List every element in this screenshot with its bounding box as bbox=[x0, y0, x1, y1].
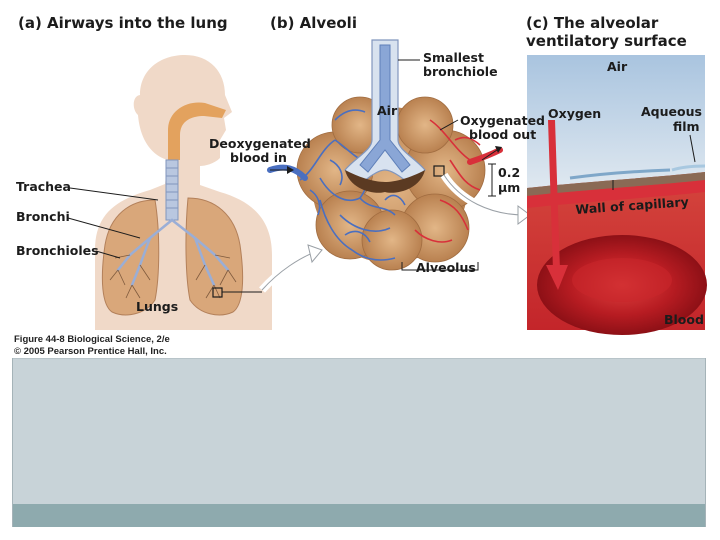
panel-b-title: (b) Alveoli bbox=[270, 14, 357, 32]
blood-vessel-in bbox=[267, 164, 308, 181]
label-oxygenated-2: blood out bbox=[469, 127, 537, 142]
capillary-network-blue bbox=[299, 109, 406, 261]
pointer-lines-a bbox=[67, 187, 159, 259]
label-air-b: Air bbox=[377, 103, 398, 118]
label-bronchi: Bronchi bbox=[16, 209, 70, 224]
zoom-arrow-bc-head bbox=[517, 205, 531, 225]
right-lung bbox=[185, 197, 244, 316]
pointer-lines-b bbox=[398, 59, 479, 271]
zoom-arrow-bc bbox=[443, 174, 526, 216]
red-blood-cell-dimple bbox=[572, 258, 672, 302]
label-trachea: Trachea bbox=[16, 179, 71, 194]
blood-vessel-out bbox=[467, 146, 503, 165]
label-smallest-bronchiole-1: Smallest bbox=[423, 50, 484, 65]
figure-caption: Figure 44-8 Biological Science, 2/e © 20… bbox=[14, 334, 170, 358]
label-air-c: Air bbox=[607, 59, 628, 74]
alveoli-cluster bbox=[296, 96, 486, 271]
bronchi-tree bbox=[116, 218, 230, 287]
pointer-lines-c bbox=[612, 134, 696, 190]
scale-bar bbox=[488, 163, 496, 197]
label-oxygen: Oxygen bbox=[548, 106, 602, 121]
label-smallest-bronchiole-2: bronchiole bbox=[423, 64, 498, 79]
nasal-airway bbox=[168, 102, 226, 160]
trachea bbox=[165, 159, 179, 221]
panel-c-title-line2: ventilatory surface bbox=[526, 32, 687, 50]
alveolus-zoom-box bbox=[433, 165, 445, 177]
notes-frame-left bbox=[12, 358, 13, 527]
label-blood: Blood bbox=[664, 312, 704, 327]
label-deoxygenated-2: blood in bbox=[230, 150, 287, 165]
air-arrow-b bbox=[359, 44, 411, 173]
label-bronchioles: Bronchioles bbox=[16, 243, 99, 258]
notes-frame-right bbox=[705, 358, 706, 527]
zoom-arrow-ab-head bbox=[307, 244, 323, 264]
figure-artwork bbox=[67, 39, 707, 335]
label-aqueous-film-1: Aqueous bbox=[641, 104, 702, 119]
caption-line-2: © 2005 Pearson Prentice Hall, Inc. bbox=[14, 346, 167, 357]
label-alveolus: Alveolus bbox=[416, 260, 476, 275]
left-lung bbox=[101, 199, 160, 316]
capillary-network-red bbox=[414, 119, 481, 243]
panel-c-title-line1: (c) The alveolar bbox=[526, 14, 659, 32]
caption-line-1: Figure 44-8 Biological Science, 2/e bbox=[14, 334, 170, 345]
notes-panel bbox=[12, 358, 706, 505]
label-scale-value: 0.2 bbox=[498, 165, 521, 180]
bronchioles-tree bbox=[109, 254, 237, 299]
notes-footer-bar bbox=[12, 504, 706, 527]
lung-figure: (a) Airways into the lung (b) Alveoli (c… bbox=[14, 14, 707, 358]
label-aqueous-film-2: film bbox=[673, 119, 700, 134]
oxygen-arrow bbox=[546, 120, 568, 290]
panel-a-title: (a) Airways into the lung bbox=[18, 14, 228, 32]
label-oxygenated-1: Oxygenated bbox=[460, 113, 545, 128]
label-deoxygenated-1: Deoxygenated bbox=[209, 136, 311, 151]
label-lungs: Lungs bbox=[136, 299, 179, 314]
label-scale-unit: μm bbox=[498, 180, 521, 195]
